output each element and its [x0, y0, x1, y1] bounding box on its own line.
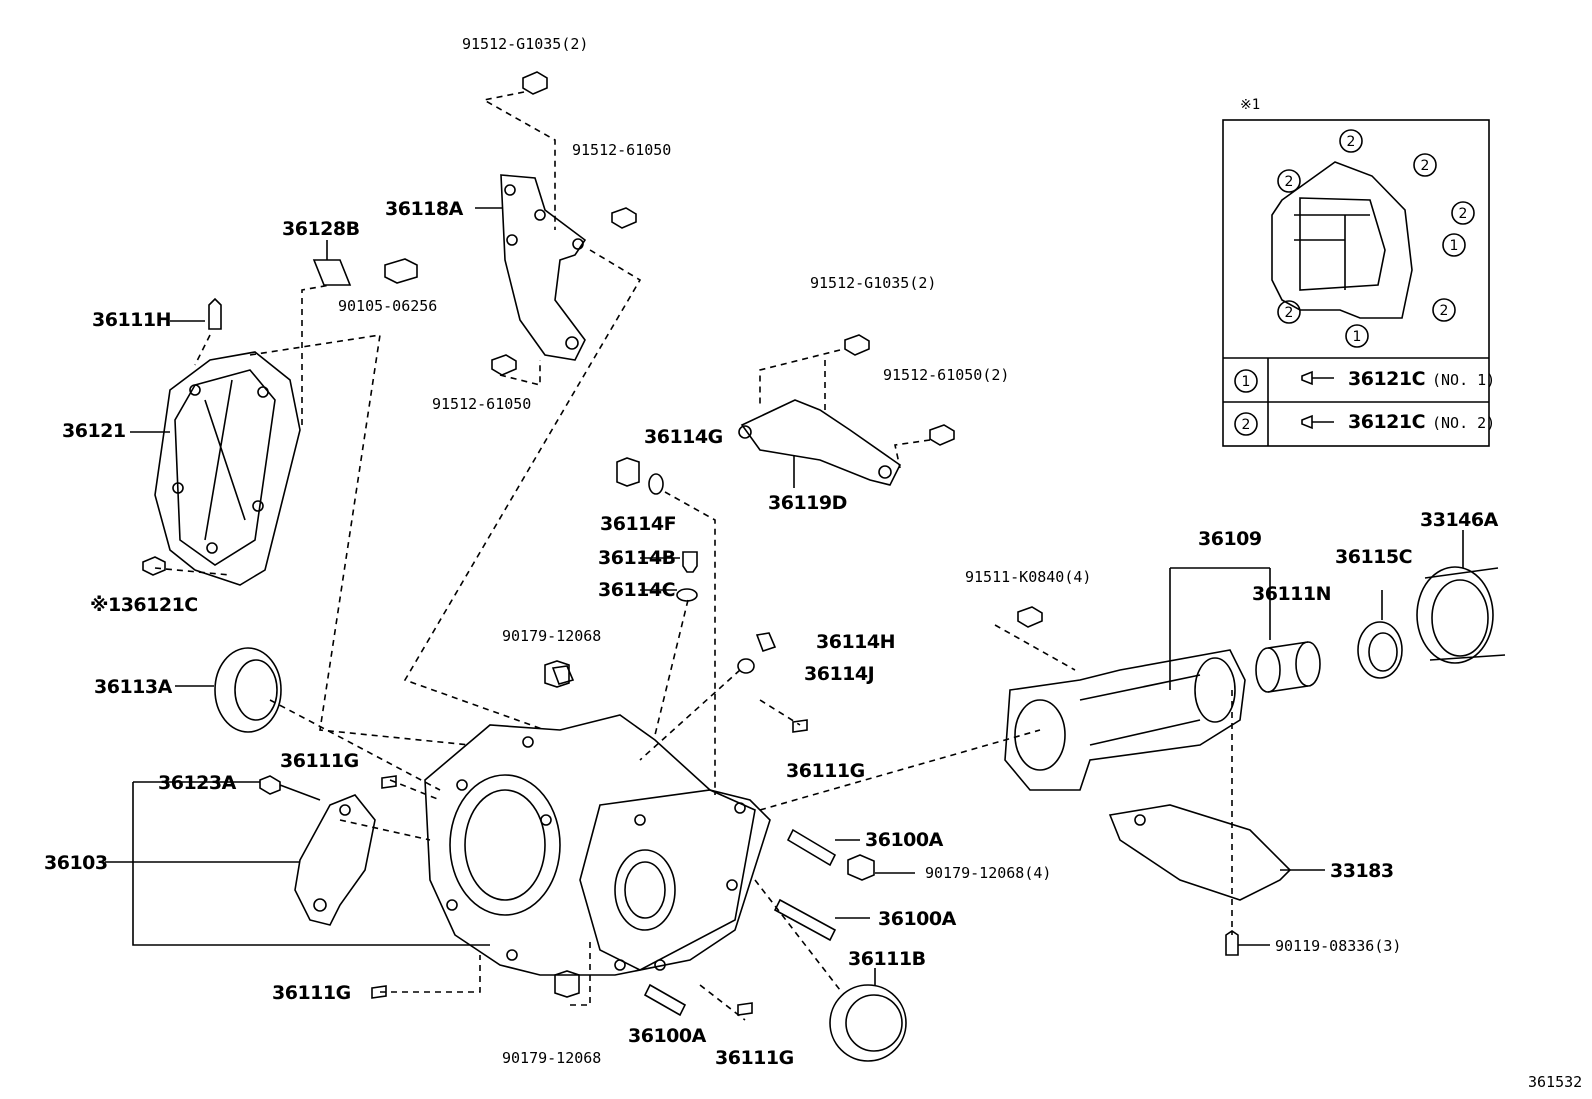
inset-row1-part: 36121C — [1348, 368, 1426, 390]
label-36111N: 36111N — [1252, 583, 1332, 605]
inset-callout-number: 2 — [1285, 174, 1294, 190]
label-91512-61050-a: 91512-61050 — [572, 141, 672, 159]
stud-group — [371, 660, 915, 1017]
inset-callout-number: 2 — [1242, 417, 1251, 433]
label-36103: 36103 — [44, 852, 108, 874]
inset-row2-note: (NO. 2) — [1432, 414, 1496, 432]
plate-36128B — [312, 240, 418, 286]
label-91512-61050-2: 91512-61050(2) — [883, 366, 1010, 384]
label-90119-08336: 90119-08336(3) — [1275, 937, 1402, 955]
label-36111G-a: 36111G — [280, 750, 359, 772]
label-36111G-b: 36111G — [786, 760, 865, 782]
label-36115C: 36115C — [1335, 546, 1413, 568]
label-91512-G1035-top: 91512-G1035(2) — [462, 35, 589, 53]
mount-33183 — [1108, 804, 1325, 956]
label-90105-06256: 90105-06256 — [338, 297, 438, 315]
label-91511-K0840: 91511-K0840(4) — [965, 568, 1092, 586]
label-36121C: ※136121C — [90, 594, 198, 616]
label-36100A-c: 36100A — [628, 1025, 706, 1047]
label-36111B: 36111B — [848, 948, 926, 970]
inset-callout-number: 2 — [1459, 206, 1468, 222]
label-91512-G1035-mid: 91512-G1035(2) — [810, 274, 937, 292]
inset-callout-number: 2 — [1421, 158, 1430, 174]
label-36100A-a: 36100A — [865, 829, 943, 851]
label-36128B: 36128B — [282, 218, 360, 240]
label-36119D: 36119D — [768, 492, 847, 514]
label-33146A: 33146A — [1420, 509, 1498, 531]
label-36114B: 36114B — [598, 547, 676, 569]
inset-row2-part: 36121C — [1348, 411, 1426, 433]
cover-36121 — [130, 297, 301, 586]
inset-callout-number: 1 — [1242, 374, 1251, 390]
bushing-36111N — [1255, 641, 1321, 693]
extension-housing-36109 — [1004, 567, 1271, 791]
label-36114F: 36114F — [600, 513, 677, 535]
seal-36113A — [175, 647, 282, 733]
inset-callout-number: 2 — [1440, 303, 1449, 319]
label-36111H: 36111H — [92, 309, 172, 331]
inset-callout-number: 2 — [1285, 305, 1294, 321]
cover-33146A — [1416, 530, 1506, 664]
inset-panel — [1222, 119, 1490, 447]
label-36111G-d: 36111G — [715, 1047, 794, 1069]
label-91512-61050-b: 91512-61050 — [432, 395, 532, 413]
plug-group — [381, 457, 808, 789]
label-90179-12068-4: 90179-12068(4) — [925, 864, 1052, 882]
mount-36119D — [738, 334, 955, 488]
label-36111G-c: 36111G — [272, 982, 351, 1004]
bracket-36118A — [475, 71, 637, 376]
label-36114J: 36114J — [804, 663, 875, 685]
label-36109: 36109 — [1198, 528, 1262, 550]
label-36118A: 36118A — [385, 198, 463, 220]
inset-callout-number: 1 — [1353, 329, 1362, 345]
label-90179-12068-a: 90179-12068 — [502, 627, 602, 645]
inset-callout-number: 2 — [1347, 134, 1356, 150]
label-36114C: 36114C — [598, 579, 676, 601]
label-36113A: 36113A — [94, 676, 172, 698]
label-36123A: 36123A — [158, 772, 236, 794]
transfer-case — [424, 714, 771, 976]
label-36114H: 36114H — [816, 631, 896, 653]
inset-callout-number: 1 — [1450, 238, 1459, 254]
inset-row1-note: (NO. 1) — [1432, 371, 1496, 389]
label-36121: 36121 — [62, 420, 126, 442]
bracket-36103 — [105, 775, 490, 946]
seal-36111B — [829, 968, 907, 1062]
label-33183: 33183 — [1330, 860, 1394, 882]
diagram-id: 361532 — [1528, 1073, 1583, 1091]
bearing-36115C — [1357, 590, 1403, 679]
label-36114G: 36114G — [644, 426, 723, 448]
label-90179-12068-b: 90179-12068 — [502, 1049, 602, 1067]
inset-mark: ※1 — [1240, 97, 1261, 113]
label-36100A-b: 36100A — [878, 908, 956, 930]
